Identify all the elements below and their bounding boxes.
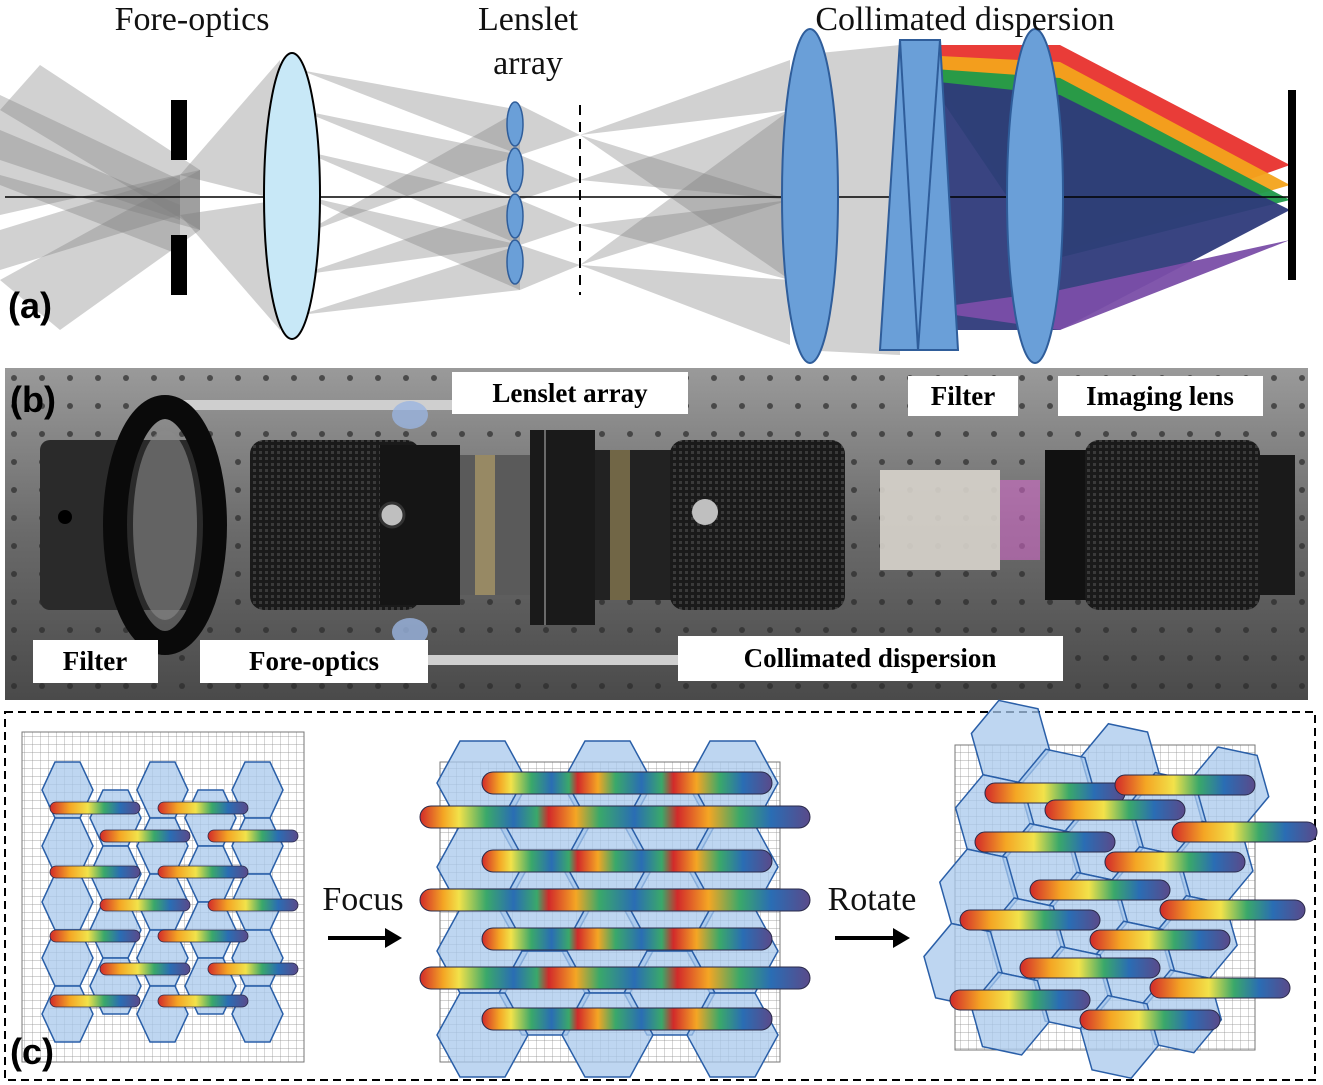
title-fore-optics: Fore-optics <box>115 1 270 38</box>
panel-b: Lenslet array Filter Imaging lens Filter… <box>5 368 1308 700</box>
title-collimated-dispersion: Collimated dispersion <box>815 1 1114 38</box>
panel-c: Focus <box>4 699 1318 1081</box>
layout-focused <box>419 740 811 1078</box>
rail-top <box>170 400 500 410</box>
focus-label: Focus <box>322 881 403 918</box>
focus-ring <box>595 450 675 600</box>
layout-rotated <box>923 699 1318 1080</box>
title-lenslet-line2: array <box>493 45 563 82</box>
spectra-focused <box>419 771 811 1031</box>
collimating-lens <box>781 28 839 364</box>
label-lenslet-array: Lenslet array <box>492 378 648 408</box>
label-box-fore-optics <box>200 640 428 683</box>
ray-bundles <box>0 45 900 355</box>
lenslet-array-lenses <box>506 101 524 285</box>
label-box-collimated-dispersion <box>678 636 1063 681</box>
spectra-initial <box>49 801 299 1008</box>
label-box-filter-top <box>908 376 1018 416</box>
fore-optics-barrel <box>250 440 420 610</box>
filter-ring <box>103 395 227 655</box>
imaging-lens <box>1006 28 1064 364</box>
title-lenslet-line1: Lenslet <box>478 1 579 38</box>
fore-optics-lens <box>263 52 321 340</box>
aperture-stop-bottom <box>171 235 187 295</box>
imaging-lens-barrel <box>1085 440 1260 610</box>
label-collimated-dispersion: Collimated dispersion <box>744 643 997 673</box>
rotate-arrow-head <box>893 928 910 948</box>
rail-bottom <box>410 655 710 665</box>
label-filter-top: Filter <box>931 381 995 411</box>
label-fore-optics: Fore-optics <box>249 646 379 676</box>
collimator-barrel <box>670 440 845 610</box>
label-box-filter-bottom <box>33 640 158 683</box>
label-box-imaging-lens <box>1058 376 1263 416</box>
label-imaging-lens: Imaging lens <box>1086 381 1234 411</box>
dispersion-prism <box>878 39 960 351</box>
panel-b-letter: (b) <box>10 379 56 420</box>
panel-c-letter: (c) <box>10 1031 54 1072</box>
label-box-lenslet <box>452 372 688 414</box>
focus-arrow-head <box>385 928 402 948</box>
prism-block <box>880 470 1000 570</box>
layout-initial <box>21 731 305 1063</box>
spectra-rotated <box>949 774 1318 1031</box>
panel-a: Fore-optics Lenslet array Collimated dis… <box>0 1 1296 364</box>
adapter-ring <box>460 455 535 595</box>
rotate-label: Rotate <box>828 881 917 918</box>
label-filter-bottom: Filter <box>63 646 127 676</box>
aperture-stop-top <box>171 100 187 160</box>
panel-a-letter: (a) <box>8 285 52 326</box>
detector <box>1288 90 1296 280</box>
spectrum-fan <box>920 45 1290 330</box>
panel-c-border <box>4 711 1316 1081</box>
lenslet-mount <box>530 430 595 625</box>
